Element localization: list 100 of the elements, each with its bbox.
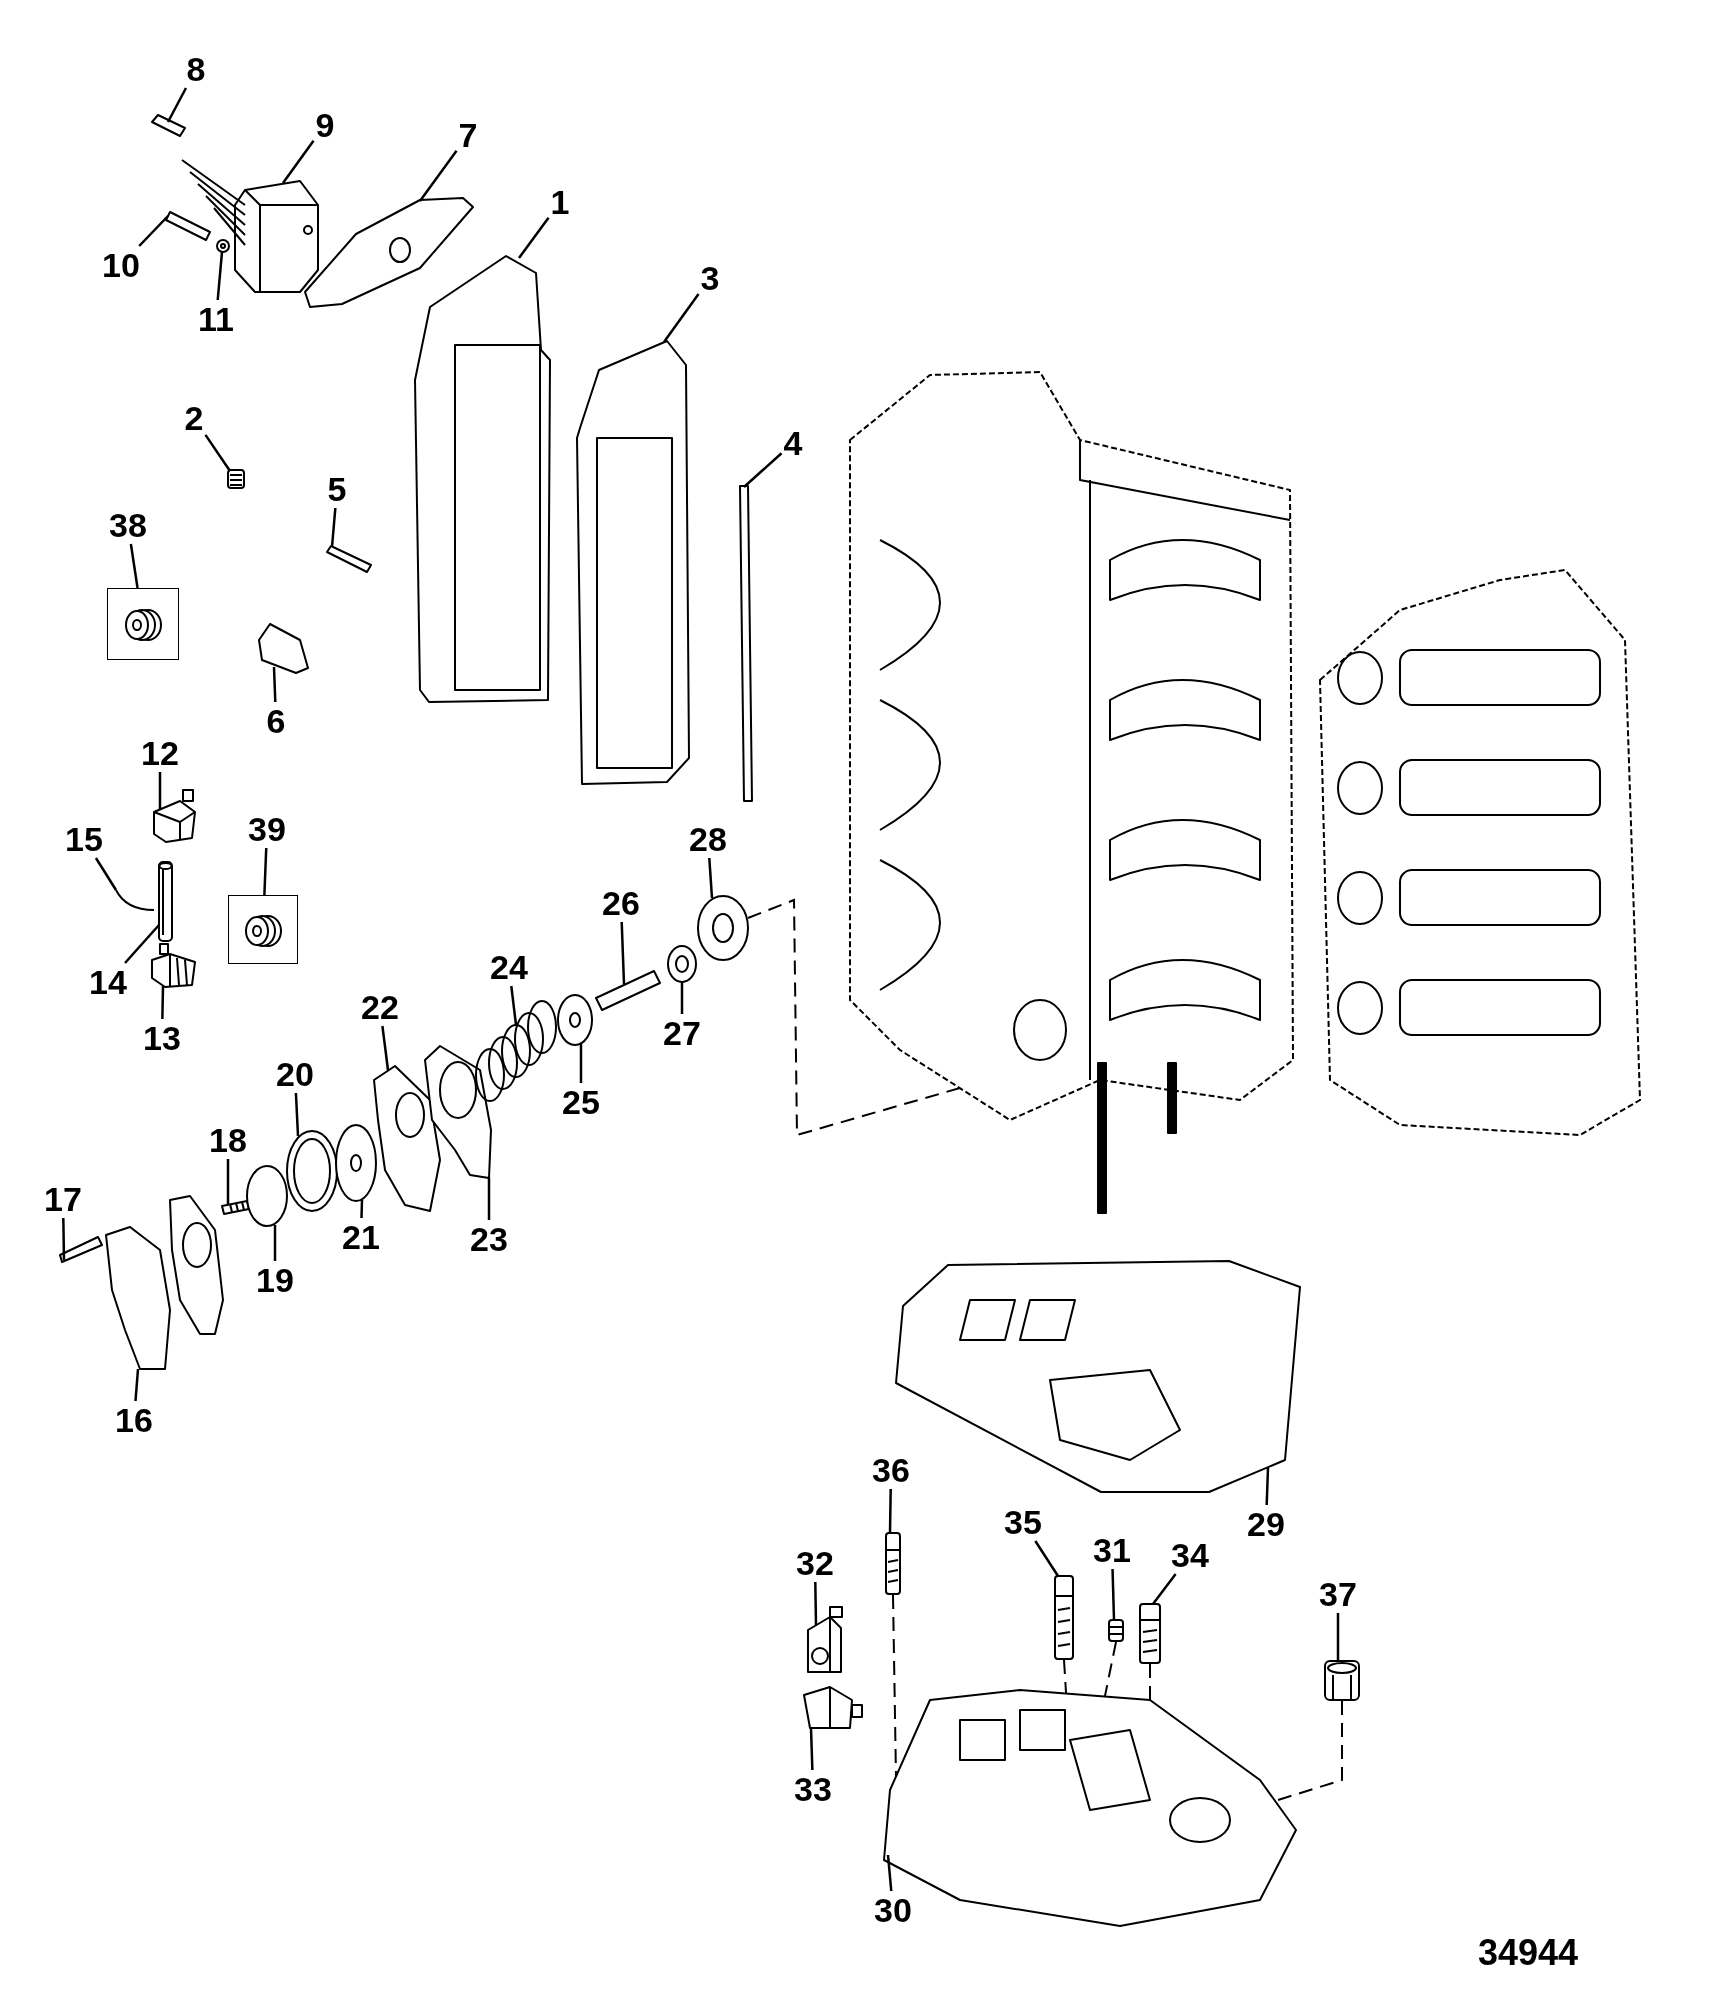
callout-number: 19 <box>256 1263 294 1297</box>
washer-drawing <box>557 994 593 1046</box>
bolt-drawing <box>326 545 372 573</box>
leader-line <box>809 1727 814 1771</box>
leader-line <box>263 847 268 896</box>
leader-line <box>814 1582 818 1626</box>
callout-number: 24 <box>490 950 528 984</box>
fitting-drawing <box>803 1686 863 1729</box>
fitting-drawing <box>807 1606 843 1673</box>
leader-line <box>124 924 160 964</box>
spring-drawing <box>475 1000 557 1102</box>
callout-number: 4 <box>783 426 803 460</box>
callout-number: 10 <box>102 248 140 282</box>
cover-plate-drawing <box>414 255 551 703</box>
washer-drawing <box>216 239 230 253</box>
clip-drawing <box>258 623 309 674</box>
callout-number: 32 <box>796 1546 834 1580</box>
leader-line <box>161 985 165 1020</box>
leader-line <box>518 216 550 259</box>
callout-number: 20 <box>276 1057 314 1091</box>
leader-line <box>330 507 337 548</box>
callout-number: 27 <box>663 1016 701 1050</box>
disc-drawing <box>246 1165 288 1227</box>
leader-line <box>620 921 626 985</box>
leader-line <box>888 1488 892 1534</box>
callout-number: 15 <box>65 822 103 856</box>
bolt-drawing <box>1054 1575 1074 1660</box>
callout-number: 18 <box>209 1123 247 1157</box>
fitting-drawing <box>153 789 196 843</box>
callout-number: 33 <box>794 1772 832 1806</box>
leader-line <box>94 857 118 891</box>
leader-line <box>273 1225 277 1261</box>
leader-line <box>510 985 518 1026</box>
callout-number: 8 <box>186 52 206 86</box>
leader-line <box>1111 1568 1116 1621</box>
gasket-drawing <box>304 197 474 308</box>
bolt-drawing <box>1139 1603 1161 1664</box>
alignment-line <box>892 1594 897 1778</box>
washer-drawing <box>335 1124 377 1202</box>
valve-stem-drawing <box>595 970 661 1011</box>
callout-number: 22 <box>361 990 399 1024</box>
engine-block-drawing <box>849 371 1294 1214</box>
callout-number: 6 <box>266 704 286 738</box>
fitting-drawing <box>151 943 196 988</box>
callout-number: 25 <box>562 1085 600 1119</box>
screw-drawing <box>165 211 211 241</box>
callout-number: 26 <box>602 886 640 920</box>
alignment-line <box>747 898 962 1137</box>
callout-number: 38 <box>109 508 147 542</box>
leader-line <box>1336 1613 1340 1661</box>
bolt-drawing <box>885 1532 901 1595</box>
leader-line <box>129 543 139 589</box>
seal-strip-drawing <box>739 485 753 802</box>
leader-line <box>216 251 224 301</box>
leader-line <box>743 452 783 488</box>
callout-number: 5 <box>327 472 347 506</box>
leader-line <box>294 1092 300 1137</box>
leader-line <box>1265 1467 1270 1506</box>
leader-line <box>708 857 714 899</box>
diaphragm-drawing <box>286 1130 338 1212</box>
leader-line <box>381 1025 390 1071</box>
gasket-drawing <box>576 340 690 785</box>
leader-line <box>360 1199 364 1219</box>
callout-number: 16 <box>115 1403 153 1437</box>
leader-line <box>886 1854 893 1892</box>
leader-line <box>158 772 162 809</box>
leader-line <box>663 293 700 343</box>
leader-line <box>419 150 458 202</box>
callout-number: 31 <box>1093 1533 1131 1567</box>
cover-drawing <box>105 1226 171 1370</box>
screw-drawing <box>59 1236 103 1263</box>
leader-line <box>62 1217 66 1261</box>
leader-line <box>226 1159 230 1205</box>
callout-number: 28 <box>689 822 727 856</box>
leader-line <box>579 1044 583 1083</box>
callout-number: 1 <box>550 185 570 219</box>
callout-number: 2 <box>184 401 204 435</box>
callout-number: 11 <box>198 302 234 336</box>
leader-line <box>166 87 188 123</box>
cap-drawing <box>1324 1660 1360 1701</box>
nut-drawing <box>667 945 697 983</box>
callout-number: 37 <box>1319 1577 1357 1611</box>
callout-number: 14 <box>89 965 127 999</box>
leader-line <box>680 982 684 1014</box>
callout-number: 39 <box>248 812 286 846</box>
callout-number: 35 <box>1004 1505 1042 1539</box>
callout-number: 7 <box>458 118 478 152</box>
callout-number: 36 <box>872 1453 910 1487</box>
figure-number: 34944 <box>1478 1935 1579 1971</box>
hose-drawing <box>158 861 173 942</box>
inset-frame <box>107 588 179 660</box>
alignment-line <box>1063 1659 1068 1695</box>
callout-number: 9 <box>315 108 335 142</box>
callout-number: 17 <box>44 1182 82 1216</box>
pin-drawing <box>151 114 186 137</box>
seal-drawing <box>697 895 749 961</box>
module-drawing <box>181 159 319 293</box>
callout-number: 34 <box>1171 1538 1209 1572</box>
callout-number: 3 <box>700 261 720 295</box>
leader-line <box>204 434 232 472</box>
